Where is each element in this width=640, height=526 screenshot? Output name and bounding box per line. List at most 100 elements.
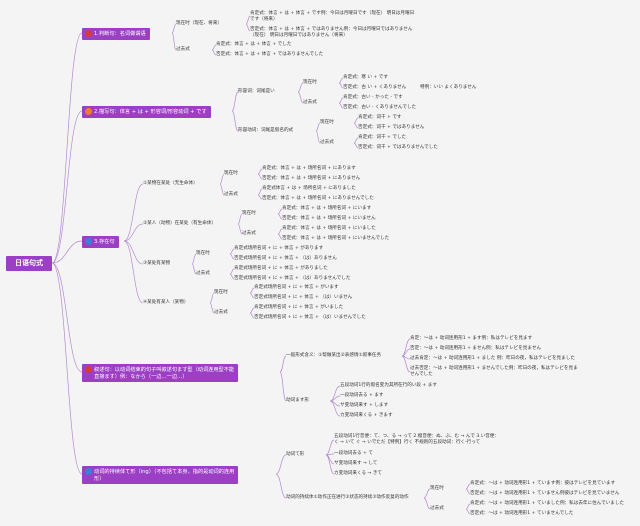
connector-line: [245, 23, 251, 32]
b2-adjv-past-neg: 否定式：词干 + ではありませんでした: [358, 145, 438, 150]
b2-adj-past-neg: 否定式：古い - くありませんでした: [343, 105, 417, 110]
b5-present-label: 现在时: [430, 486, 444, 491]
b2-adjv-present-label: 现在时: [320, 120, 334, 125]
connector-line: [123, 240, 144, 265]
b3-sub2-label: ②某人（动物）在某处（有生命体）: [143, 221, 217, 226]
connector-line: [219, 173, 225, 185]
b1-present-label: 现在时（现在、将来）: [176, 21, 222, 26]
connector-line: [229, 253, 235, 260]
b3-s1-past-neg: 否定式：体言 + は + 场所名词 + にありませんでした: [262, 196, 374, 201]
b4-general-past-negative: 过去否定：～は + 动词连用形1 + ませんでした例：昨日の夜，私はテレビを見ま…: [410, 366, 578, 377]
connector-line: [277, 233, 283, 240]
connector-line: [123, 183, 144, 242]
b4-masu-ichidan: 一段动词去る + ます: [340, 393, 384, 398]
connector-line: [279, 371, 287, 402]
b1-present-negative: 否定式：体言 + は + 体言 + ではありません例：今日は月曜日ではありません…: [250, 27, 413, 38]
red-dot-icon: [85, 366, 92, 373]
b1-past-label: 过去式: [176, 47, 190, 52]
orange-dot-icon: [85, 108, 92, 115]
b3-s2-present-label: 现在时: [242, 211, 256, 216]
connector-line: [249, 292, 255, 299]
b4-general-negative: 否定：～は + 动词连用形1 + ません例：私はテレビを見ません: [410, 346, 542, 351]
connector-line: [123, 223, 144, 242]
connector-line: [209, 302, 215, 314]
b3-s4-past-aff: 肯定式场所名词 + に + 体言 + がいました: [254, 305, 344, 310]
branch-continuous-te-form: 动词的持续体て形（ing）（不包括て本身，指的是动词的连用 形）: [82, 466, 239, 484]
b3-s1-present-aff: 肯定式：体言 + は + 场所名词 + にあります: [262, 166, 356, 171]
b5-present-aff: 肯定式：～は + 动词连用形1 + ています例：彼はテレビを見ています: [470, 481, 616, 486]
b1-past-affirmative: 肯定式：体言 + は + 体言 + でした: [216, 42, 292, 47]
connector-line: [325, 439, 335, 456]
b5-te-sahen: サ变动词来す → して: [334, 461, 378, 466]
b5-te-kahen: カ变动词来くる → きて: [334, 471, 383, 476]
b4-general-meaning: 一般形式含义：①帮做某出②表感情①叙事任务: [286, 353, 382, 358]
connector-line: [171, 23, 177, 34]
connector-line: [423, 488, 431, 499]
b3-s2-past-label: 过去式: [242, 231, 256, 236]
connector-line: [275, 454, 287, 475]
b3-s3-present-aff: 肯定式场所名词 + に + 体言 + があります: [234, 246, 324, 251]
branch-existence-sentence: 3.存在句: [82, 236, 119, 248]
connector-line: [353, 122, 359, 129]
connector-line: [51, 110, 83, 264]
b2-adjv-past-label: 过去式: [320, 140, 334, 145]
connector-line: [338, 82, 344, 89]
connector-line: [209, 292, 215, 304]
b3-s3-present-neg: 否定式场所名词 + に + 体言 + （は）ありません: [234, 256, 337, 261]
b5-te-form-label: 动词て形: [286, 452, 305, 457]
connector-line: [353, 142, 359, 149]
connector-line: [219, 183, 225, 196]
b3-s1-past-aff: 肯定式体言 + は + 场所名词 + にありました: [262, 186, 356, 191]
connector-line: [51, 262, 83, 373]
b5-past-neg: 否定式：～は + 动词连用形1 + ていませんでした: [470, 511, 574, 516]
b4-masu-form-label: 动词ます形: [286, 398, 309, 403]
connector-line: [51, 262, 83, 475]
connector-line: [338, 102, 344, 109]
branch-narrative-sentence: 叙述句：以动词结束的句子叫叙述句ます型（动词连用型不能 直接ます）例：なから（一…: [82, 364, 239, 382]
connector-line: [257, 173, 263, 180]
connector-line: [231, 91, 239, 112]
connector-line: [275, 473, 287, 499]
b4-masu-godan: 五段动词1行的假名变为其所在行的い段 + ます: [340, 383, 437, 388]
connector-line: [465, 488, 471, 495]
b2-adjv-present-aff: 肯定式：词干 + です: [358, 115, 402, 120]
connector-line: [51, 240, 83, 264]
b2-adj-past-label: 过去式: [303, 100, 317, 105]
b4-masu-sahen: サ变动词来す + します: [340, 403, 389, 408]
connector-line: [123, 240, 144, 304]
connector-line: [315, 130, 321, 144]
red-dot-icon: [85, 30, 92, 37]
b3-s4-past-neg: 否定式场所名词 + に + 体言 + （は）いませんでした: [254, 315, 366, 320]
connector-line: [191, 263, 197, 275]
connector-line: [325, 454, 335, 475]
b4-general-past-affirmative: 过去肯定：～は + 动词连用形1 + ました 例：昨日の夜，私はテレビを見ました: [410, 356, 575, 361]
b2-adj-present-label: 现在时: [303, 80, 317, 85]
b2-adj-present-neg: 否定式：古 い + くありません: [343, 85, 407, 90]
connector-line: [237, 213, 243, 225]
connector-line: [315, 122, 321, 132]
connector-line: [231, 110, 239, 132]
b2-adj-past-aff: 肯定式：古い - かった - です: [343, 95, 403, 100]
branch-judgment-sentence: 1.判断句：名词做谓语: [82, 28, 150, 40]
b3-s3-past-aff: 肯定式场所名词 + に + 体言 + がありました: [234, 266, 328, 271]
connector-line: [465, 508, 471, 515]
b3-s1-past-label: 过去式: [224, 192, 238, 197]
connector-line: [277, 213, 283, 220]
b3-s3-past-neg: 否定式场所名词 + に + 体言 + （は）ありませんでした: [234, 276, 351, 281]
b3-s4-present-aff: 肯定式场所名词 + に + 体言 + がいます: [254, 285, 339, 290]
connector-line: [51, 32, 83, 264]
connector-line: [237, 223, 243, 235]
b2-adj-present-neg-note: 特例：いい よくありません: [420, 85, 477, 90]
branch-descriptive-sentence: 2.描写句：体言 + は + 形容词/形容动词 + です: [82, 106, 211, 118]
b2-adjective-label: 形容词：词尾是い: [238, 89, 275, 94]
b5-te-ichidan: 一段动词去る + て: [334, 451, 373, 456]
b1-present-affirmative: 肯定式：体言 + は + 体言 + です例：今日は月曜日です（现在） 明日は月曜…: [250, 11, 415, 22]
connector-line: [279, 355, 287, 373]
root-node: 日语句式: [6, 256, 52, 271]
b5-past-aff: 肯定式：～は + 动词连用形1 + ていました例：私は去年に住んでいました: [470, 501, 625, 506]
b3-s4-present-label: 现在时: [214, 290, 228, 295]
b3-sub1-label: ①某物在某处（无生命体）: [143, 181, 198, 186]
connector-line: [257, 194, 263, 200]
b5-te-godan: 五段动词1行音便：て、つ、る → って 2.撥音便：ぬ、ぶ、む → んで 3.い…: [334, 434, 500, 445]
blue-dot-icon: [85, 238, 92, 245]
